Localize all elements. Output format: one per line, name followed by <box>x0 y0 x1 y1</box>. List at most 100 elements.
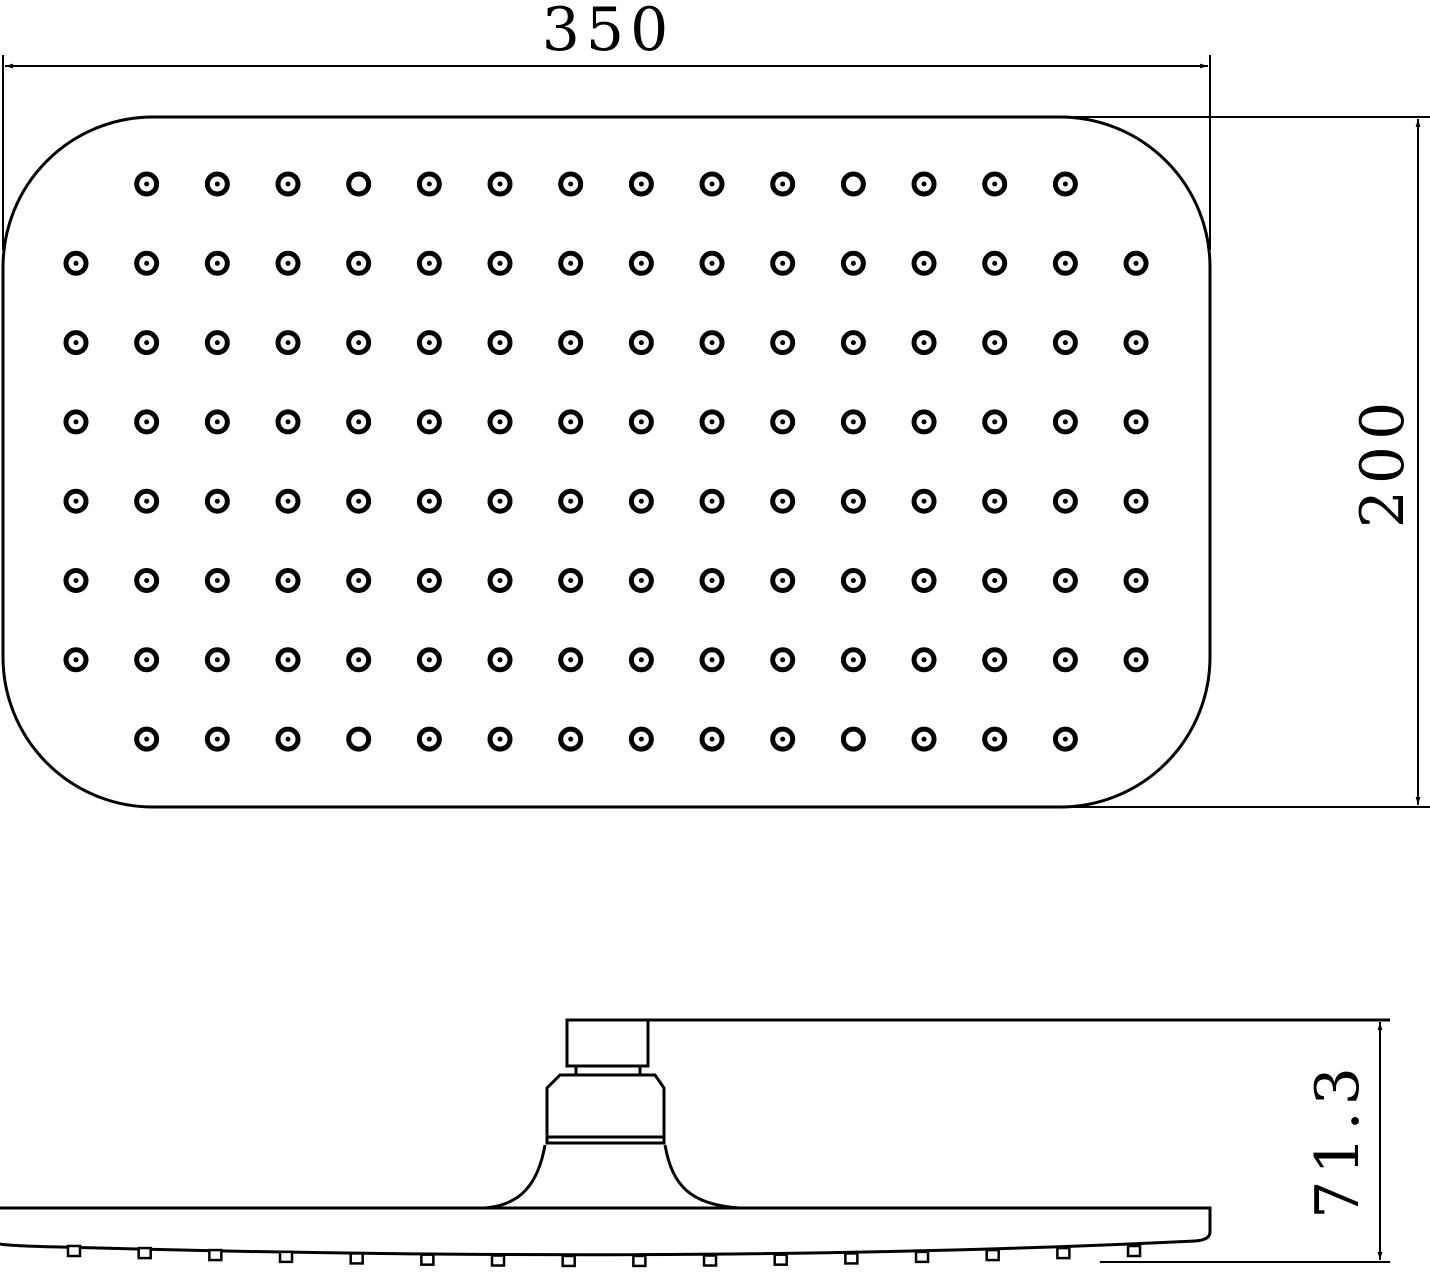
nozzle <box>558 726 584 752</box>
side-nozzle <box>278 1250 294 1264</box>
nozzle <box>346 171 372 197</box>
nozzle <box>628 568 654 593</box>
nozzle <box>699 647 725 673</box>
nozzle-grid <box>63 171 1149 752</box>
nozzle <box>204 726 230 752</box>
nozzle <box>840 568 866 593</box>
nozzle <box>416 726 442 752</box>
nozzle <box>1052 568 1078 593</box>
side-nozzles <box>66 1244 1142 1268</box>
nozzle <box>134 647 160 673</box>
nozzle <box>204 568 230 593</box>
nozzle <box>699 568 725 593</box>
nozzle <box>628 171 654 197</box>
nozzle <box>275 726 301 752</box>
side-nozzle <box>1126 1244 1142 1258</box>
nozzle <box>275 171 301 197</box>
side-nozzle <box>844 1252 859 1265</box>
nozzle <box>770 726 796 752</box>
side-view: 71.3 <box>0 1018 1390 1268</box>
nozzle <box>982 568 1008 593</box>
nozzle <box>134 171 160 197</box>
nozzle <box>204 409 230 435</box>
nozzle <box>346 250 372 276</box>
nozzle <box>558 568 584 593</box>
nozzle <box>911 250 937 276</box>
nozzle <box>770 647 796 673</box>
head-base <box>484 1144 741 1210</box>
nozzle <box>63 330 89 356</box>
nozzle <box>1052 488 1078 514</box>
nozzle <box>416 568 442 593</box>
nozzle <box>628 488 654 514</box>
nozzle <box>558 409 584 435</box>
side-nozzle <box>702 1254 718 1267</box>
nozzle <box>416 250 442 276</box>
nozzle <box>134 250 160 276</box>
nozzle <box>134 488 160 514</box>
nozzle <box>1123 330 1149 356</box>
nozzle <box>911 171 937 197</box>
nozzle <box>346 488 372 514</box>
nozzle <box>487 409 513 435</box>
nozzle <box>840 330 866 356</box>
nozzle <box>1052 171 1078 197</box>
height-label: 200 <box>1348 396 1418 529</box>
nozzle <box>558 488 584 514</box>
nozzle <box>699 171 725 197</box>
nozzle <box>982 171 1008 197</box>
head-plate <box>0 1206 1212 1257</box>
nozzle <box>416 488 442 514</box>
nozzle <box>770 488 796 514</box>
wall-arm <box>565 1018 650 1068</box>
nozzle <box>982 726 1008 752</box>
nozzle <box>487 488 513 514</box>
nozzle <box>416 409 442 435</box>
nozzle <box>911 330 937 356</box>
nozzle <box>1052 330 1078 356</box>
nozzle <box>770 330 796 356</box>
nozzle <box>346 726 372 752</box>
side-nozzle <box>349 1252 364 1265</box>
side-nozzle <box>914 1250 930 1264</box>
nozzle <box>699 330 725 356</box>
nozzle <box>911 647 937 673</box>
side-nozzle <box>985 1248 1000 1262</box>
nozzle <box>204 647 230 673</box>
nozzle <box>1123 568 1149 593</box>
nozzle <box>346 330 372 356</box>
nozzle <box>982 330 1008 356</box>
nozzle <box>1123 409 1149 435</box>
nozzle <box>982 409 1008 435</box>
nozzle <box>134 330 160 356</box>
nozzle <box>134 568 160 593</box>
nozzle <box>982 647 1008 673</box>
nozzle <box>346 568 372 593</box>
nozzle <box>204 330 230 356</box>
width-dimension: 350 <box>2 0 1211 250</box>
top-view: 350 200 <box>1 0 1430 809</box>
nozzle <box>63 409 89 435</box>
nozzle <box>911 409 937 435</box>
nozzle <box>840 171 866 197</box>
nozzle <box>558 647 584 673</box>
nozzle <box>558 330 584 356</box>
height-dimension: 200 <box>1060 116 1430 808</box>
nozzle <box>487 726 513 752</box>
nozzle <box>770 568 796 593</box>
nozzle <box>416 647 442 673</box>
nozzle <box>982 250 1008 276</box>
nozzle <box>770 409 796 435</box>
nozzle <box>628 647 654 673</box>
nozzle <box>628 250 654 276</box>
side-height-label: 71.3 <box>1303 1061 1373 1219</box>
nozzle <box>982 488 1008 514</box>
nozzle <box>840 726 866 752</box>
nozzle <box>1052 647 1078 673</box>
nozzle <box>63 250 89 276</box>
side-nozzle <box>208 1248 223 1262</box>
nozzle <box>1052 726 1078 752</box>
nozzle <box>911 726 937 752</box>
nozzle <box>204 171 230 197</box>
